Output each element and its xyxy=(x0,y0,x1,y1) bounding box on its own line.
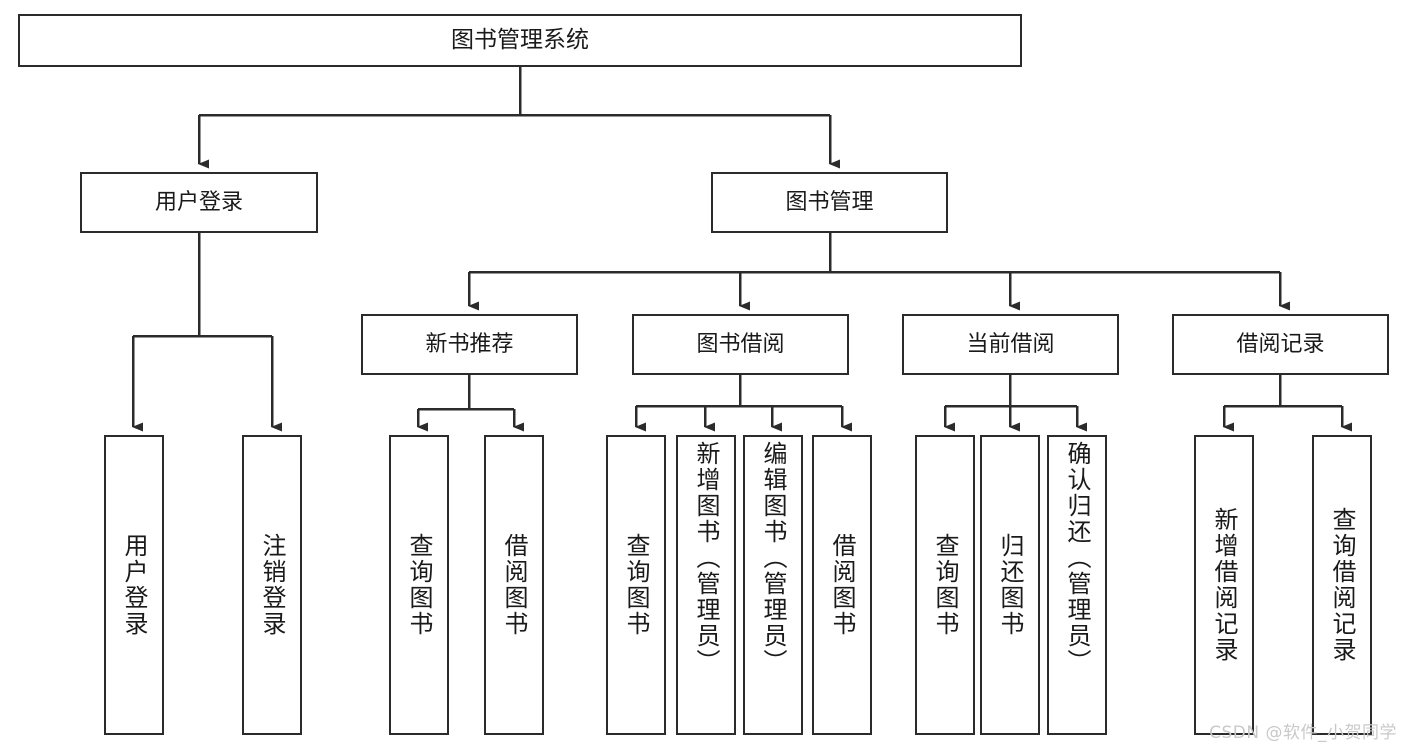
node-label: 新书推荐 xyxy=(425,331,514,357)
leaf-user-login-login[interactable]: 用户登录 xyxy=(104,435,164,735)
node-user-login[interactable]: 用户登录 xyxy=(80,172,318,233)
node-label: 用户登录 xyxy=(120,533,148,637)
node-book-management[interactable]: 图书管理 xyxy=(711,172,948,233)
node-label: 查询图书 xyxy=(405,533,433,637)
leaf-borrow-record-add[interactable]: 新增借阅记录 xyxy=(1194,435,1254,735)
node-label: 借阅图书 xyxy=(500,533,528,637)
node-book-borrow[interactable]: 图书借阅 xyxy=(632,314,849,375)
node-root-system[interactable]: 图书管理系统 xyxy=(18,14,1022,67)
leaf-current-borrow-query[interactable]: 查询图书 xyxy=(915,435,975,735)
node-label: 归还图书 xyxy=(996,533,1024,637)
leaf-book-borrow-query[interactable]: 查询图书 xyxy=(606,435,666,735)
node-label: 新增图书（管理员） xyxy=(692,441,720,675)
leaf-current-borrow-confirm-return[interactable]: 确认归还（管理员） xyxy=(1047,435,1107,735)
node-label: 图书管理系统 xyxy=(451,27,589,54)
node-label: 图书管理 xyxy=(785,189,874,215)
leaf-new-book-query[interactable]: 查询图书 xyxy=(389,435,449,735)
node-borrow-record[interactable]: 借阅记录 xyxy=(1172,314,1389,375)
node-label: 注销登录 xyxy=(258,533,286,637)
node-current-borrow[interactable]: 当前借阅 xyxy=(902,314,1119,375)
node-label: 图书借阅 xyxy=(696,331,785,357)
leaf-book-borrow-edit[interactable]: 编辑图书（管理员） xyxy=(743,435,803,735)
node-label: 查询图书 xyxy=(622,533,650,637)
node-label: 确认归还（管理员） xyxy=(1063,441,1091,675)
node-label: 查询借阅记录 xyxy=(1328,507,1356,663)
node-label: 用户登录 xyxy=(154,189,243,215)
leaf-new-book-borrow[interactable]: 借阅图书 xyxy=(484,435,544,735)
node-label: 当前借阅 xyxy=(966,331,1055,357)
node-new-book-recommend[interactable]: 新书推荐 xyxy=(361,314,578,375)
leaf-book-borrow-add[interactable]: 新增图书（管理员） xyxy=(676,435,736,735)
node-label: 编辑图书（管理员） xyxy=(759,441,787,675)
leaf-book-borrow-borrow[interactable]: 借阅图书 xyxy=(812,435,872,735)
leaf-current-borrow-return[interactable]: 归还图书 xyxy=(980,435,1040,735)
node-label: 查询图书 xyxy=(931,533,959,637)
leaf-user-login-logout[interactable]: 注销登录 xyxy=(242,435,302,735)
node-label: 借阅图书 xyxy=(828,533,856,637)
leaf-borrow-record-query[interactable]: 查询借阅记录 xyxy=(1312,435,1372,735)
node-label: 新增借阅记录 xyxy=(1210,507,1238,663)
node-label: 借阅记录 xyxy=(1236,331,1325,357)
